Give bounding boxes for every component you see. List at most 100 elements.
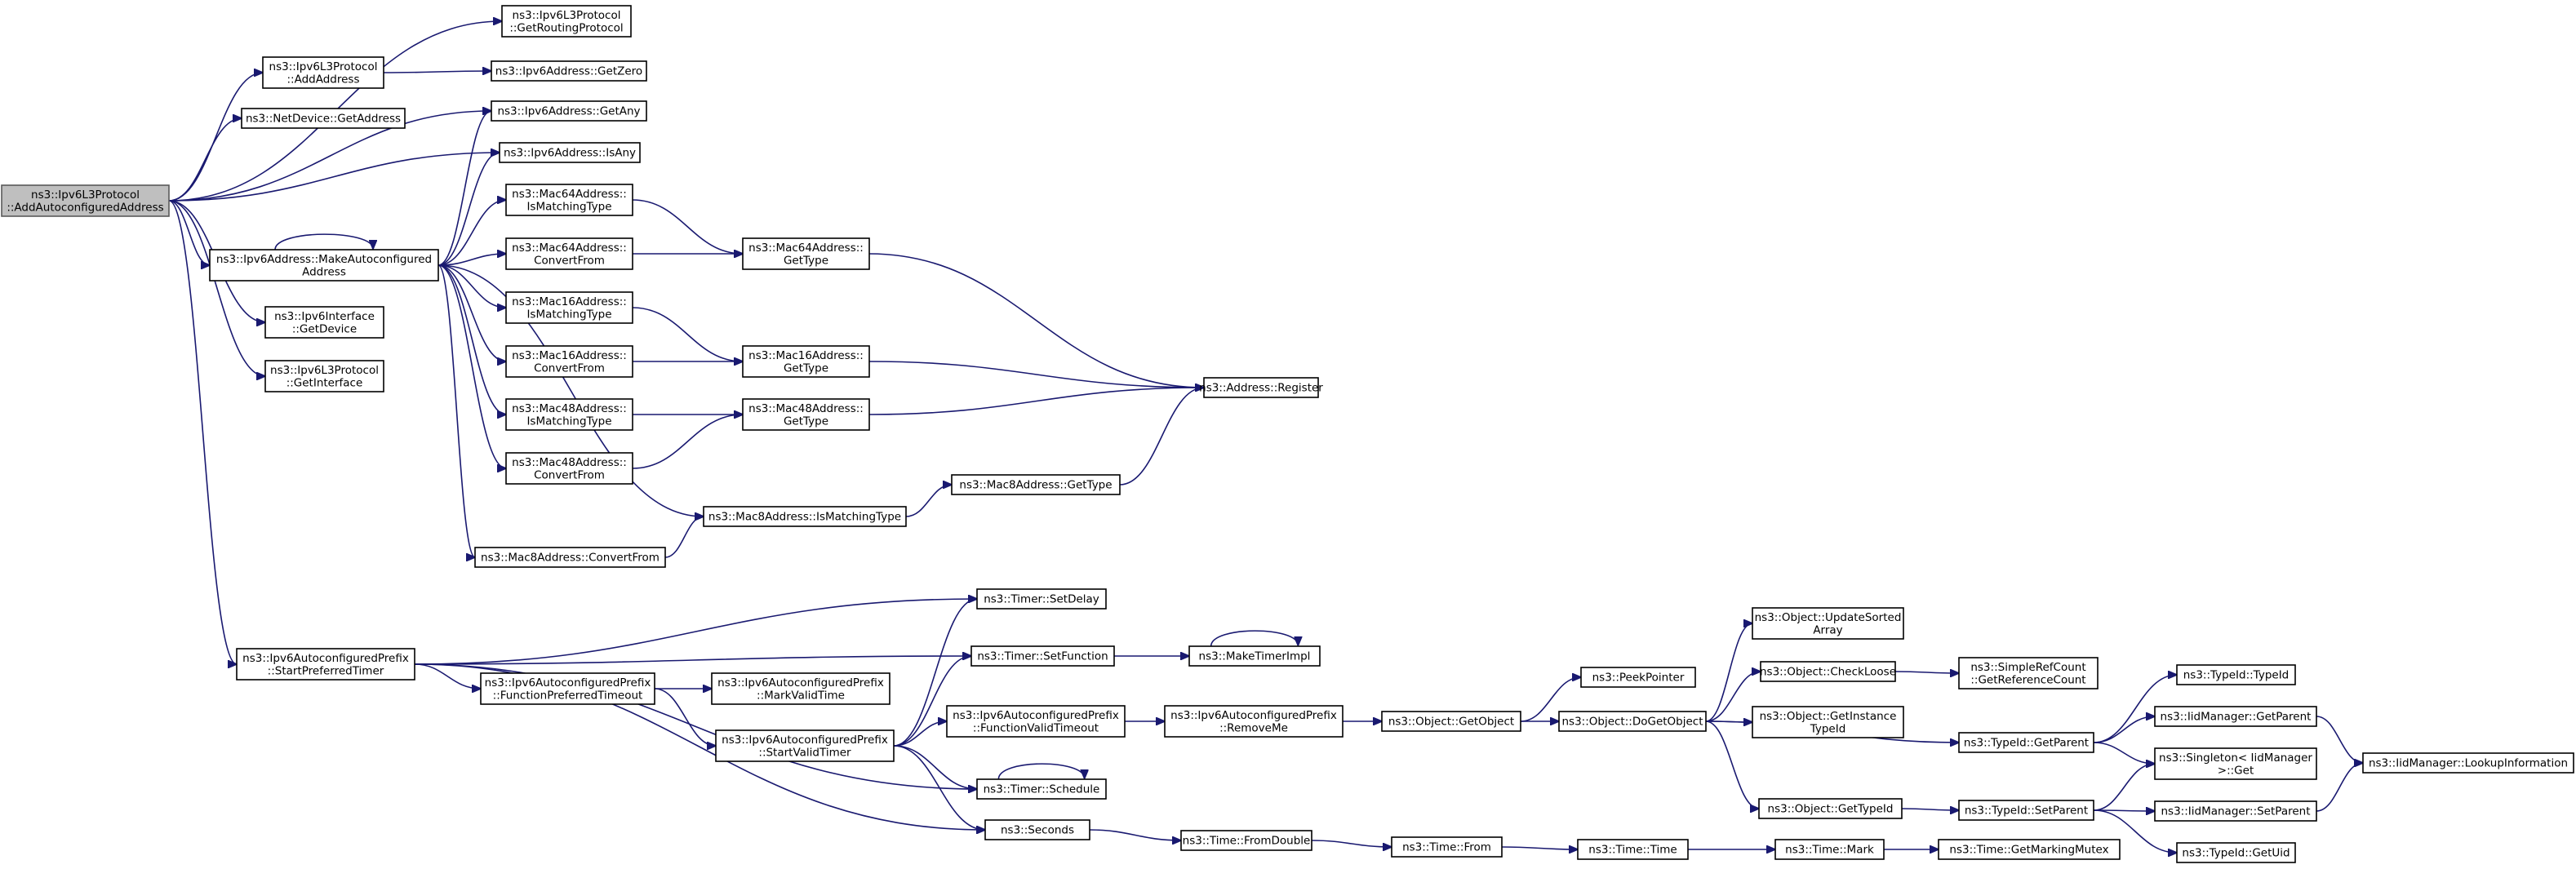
node-iidmanager-setparent[interactable]: ns3::IidManager::SetParent [2154,800,2317,822]
node-box [951,474,1121,495]
node-object-gettypeid[interactable]: ns3::Object::GetTypeId [1758,798,1903,819]
node-mac16address-convertfrom[interactable]: ns3::Mac16Address::ConvertFrom [505,345,633,378]
node-box [480,672,655,705]
node-ipv6address-getany[interactable]: ns3::Ipv6Address::GetAny [491,100,647,122]
node-label: ConvertFrom [534,254,605,267]
edge-n48-n51 [2093,764,2155,811]
node-label: ns3::Mac16Address:: [748,349,864,362]
node-mac16address-ismatchingtype[interactable]: ns3::Mac16Address::IsMatchingType [505,291,633,324]
edge-n0-n6 [168,153,500,202]
node-label: ns3::Mac64Address:: [512,242,627,255]
node-label: ::GetReferenceCount [1970,673,2085,686]
node-timer-setdelay[interactable]: ns3::Timer::SetDelay [976,588,1107,610]
node-mac64address-convertfrom[interactable]: ns3::Mac64Address::ConvertFrom [505,237,633,270]
node-typeid-typeid[interactable]: ns3::TypeId::TypeId [2176,664,2296,685]
edge-n23-n39 [414,663,977,789]
node-seconds[interactable]: ns3::Seconds [984,819,1090,840]
node-box [209,249,439,282]
node-mac48address-convertfrom[interactable]: ns3::Mac48Address::ConvertFrom [505,452,633,485]
edge-n7-n19 [437,264,704,517]
node-peekpointer[interactable]: ns3::PeekPointer [1580,667,1696,688]
node-box [1391,836,1503,858]
edge-n17-n16 [632,415,743,469]
node-typeid-getparent[interactable]: ns3::TypeId::GetParent [1958,732,2094,753]
node-label: ns3::Seconds [1001,824,1074,837]
node-label: ::FunctionValidTimeout [973,721,1099,734]
node-ipv6autoconfiguredprefix-startpreferredtimer[interactable]: ns3::Ipv6AutoconfiguredPrefix::StartPref… [236,648,415,681]
node-label: TypeId [1810,722,1846,735]
node-ipv6interface-getdevice[interactable]: ns3::Ipv6Interface::GetDevice [264,306,384,339]
node-box [264,306,384,339]
node-box [1,184,170,217]
node-time-from[interactable]: ns3::Time::From [1391,836,1503,858]
edge-n27-n29 [654,688,716,746]
edge-n29-n40 [893,745,985,830]
node-object-checkloose[interactable]: ns3::Object::CheckLoose [1760,661,1896,682]
node-mac64address-gettype[interactable]: ns3::Mac64Address::GetType [742,237,870,270]
node-label: ns3::Time::FromDouble [1183,835,1311,848]
node-label: ns3::TypeId::TypeId [2183,669,2290,682]
node-mac16address-gettype[interactable]: ns3::Mac16Address::GetType [742,345,870,378]
node-box [976,778,1107,800]
node-time-fromdouble[interactable]: ns3::Time::FromDouble [1180,830,1312,851]
node-ipv6autoconfiguredprefix-functionvalidtimeout[interactable]: ns3::Ipv6AutoconfiguredPrefix::FunctionV… [946,705,1126,738]
node-label: ::AddAutoconfiguredAddress [7,201,163,214]
node-timer-schedule[interactable]: ns3::Timer::Schedule [976,778,1107,800]
node-mac8address-convertfrom[interactable]: ns3::Mac8Address::ConvertFrom [474,547,666,568]
node-label: ns3::Ipv6Address::MakeAutoconfigured [216,253,432,266]
node-mac8address-ismatchingtype[interactable]: ns3::Mac8Address::IsMatchingType [703,506,907,527]
node-time-getmarkingmutex[interactable]: ns3::Time::GetMarkingMutex [1938,839,2121,860]
edge-n7-n11 [437,264,506,308]
node-ipv6address-getzero[interactable]: ns3::Ipv6Address::GetZero [491,60,647,82]
node-ipv6l3protocol-getinterface[interactable]: ns3::Ipv6L3Protocol::GetInterface [264,360,384,392]
node-box [946,705,1126,738]
node-ipv6autoconfiguredprefix-removeme[interactable]: ns3::Ipv6AutoconfiguredPrefix::RemoveMe [1164,705,1344,738]
edge-n34-n36 [1705,672,1761,722]
node-time-time[interactable]: ns3::Time::Time [1577,839,1689,860]
node-label: ns3::Mac64Address:: [512,188,627,201]
node-mac48address-gettype[interactable]: ns3::Mac48Address::GetType [742,398,870,431]
node-label: ::RemoveMe [1219,721,1288,734]
node-iidmanager-getparent[interactable]: ns3::IidManager::GetParent [2154,706,2317,727]
node-netdevice-getaddress[interactable]: ns3::NetDevice::GetAddress [241,108,406,129]
node-box [1752,706,1904,738]
node-address-register[interactable]: ns3::Address::Register [1199,377,1323,398]
node-typeid-getuid[interactable]: ns3::TypeId::GetUid [2176,842,2296,863]
node-label: ns3::Ipv6AutoconfiguredPrefix [722,734,888,747]
node-label: IsMatchingType [526,308,611,321]
node-box [262,56,384,89]
node-time-mark[interactable]: ns3::Time::Mark [1774,839,1885,860]
node-box [1958,732,2094,753]
node-label: ::MarkValidTime [757,689,845,702]
node-box [505,398,633,431]
node-ipv6l3protocol-addaddress[interactable]: ns3::Ipv6L3Protocol::AddAddress [262,56,384,89]
edge-n32-n33 [1520,677,1581,722]
node-ipv6autoconfiguredprefix-markvalidtime[interactable]: ns3::Ipv6AutoconfiguredPrefix::MarkValid… [711,672,890,705]
node-maketimerimpl[interactable]: ns3::MakeTimerImpl [1188,645,1321,667]
node-label: ns3::Time::Mark [1785,844,1874,857]
node-mac8address-gettype[interactable]: ns3::Mac8Address::GetType [951,474,1121,495]
node-mac48address-ismatchingtype[interactable]: ns3::Mac48Address::IsMatchingType [505,398,633,431]
node-ipv6autoconfiguredprefix-functionpreferredtimeout[interactable]: ns3::Ipv6AutoconfiguredPrefix::FunctionP… [480,672,655,705]
node-ipv6l3protocol-getroutingprotocol[interactable]: ns3::Ipv6L3Protocol::GetRoutingProtocol [501,5,632,38]
node-simplerefcount-getreferencecount[interactable]: ns3::SimpleRefCount::GetReferenceCount [1958,657,2099,689]
node-mac64address-ismatchingtype[interactable]: ns3::Mac64Address::IsMatchingType [505,184,633,216]
node-object-getobject[interactable]: ns3::Object::GetObject [1381,711,1521,732]
node-ipv6address-makeautoconfiguredaddress[interactable]: ns3::Ipv6Address::MakeAutoconfiguredAddr… [209,249,439,282]
node-typeid-setparent[interactable]: ns3::TypeId::SetParent [1958,800,2094,821]
node-box [501,5,632,38]
node-ipv6l3protocol-addautoconfiguredaddress[interactable]: ns3::Ipv6L3Protocol::AddAutoconfiguredAd… [1,184,170,217]
node-object-dogetobject[interactable]: ns3::Object::DoGetObject [1558,711,1707,732]
node-label: GetType [784,415,828,428]
edge-n36-n37 [1894,672,1959,673]
node-iidmanager-lookupinformation[interactable]: ns3::IidManager::LookupInformation [2362,752,2574,774]
node-label: Array [1813,623,1842,636]
node-ipv6autoconfiguredprefix-startvalidtimer[interactable]: ns3::Ipv6AutoconfiguredPrefix::StartVali… [715,729,895,762]
node-singleton-iidmanager-get[interactable]: ns3::Singleton< IidManager >::Get [2154,747,2317,780]
node-ipv6address-isany[interactable]: ns3::Ipv6Address::IsAny [499,142,641,163]
node-timer-setfunction[interactable]: ns3::Timer::SetFunction [970,645,1115,667]
node-label: ns3::Ipv6Address::GetZero [495,65,642,78]
edge-n7-n12 [437,264,506,361]
